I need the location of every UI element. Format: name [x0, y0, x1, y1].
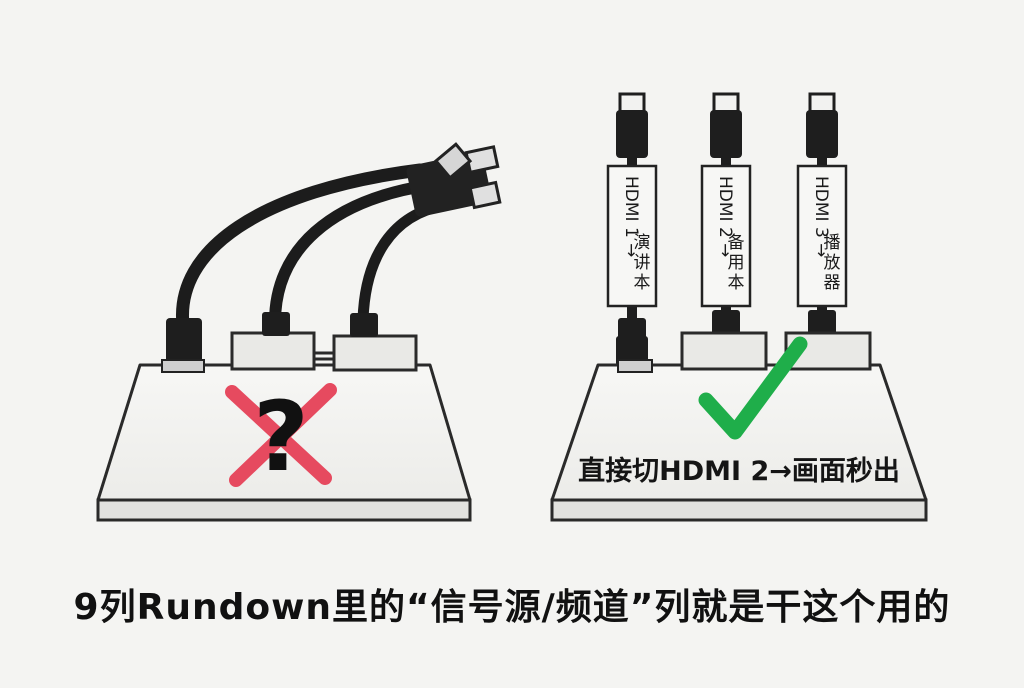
tag-destination-char: 本: [728, 273, 745, 293]
tag-hdmi-label: HDMI 2 →: [715, 176, 735, 257]
cable-tag: [700, 164, 752, 308]
tag-hdmi-label: HDMI 3 →: [811, 176, 831, 257]
cross-stroke-b: [229, 383, 337, 487]
tangled-cables: [176, 163, 451, 332]
splitter-plug: [406, 142, 502, 217]
plug-body: [806, 110, 838, 158]
tag-destination-char: 备: [728, 233, 745, 253]
plug-body: [710, 110, 742, 158]
plug-body: [616, 110, 648, 158]
plug-tip: [712, 92, 740, 114]
tag-destination-char: 讲: [634, 253, 651, 273]
tag-destination-char: 用: [728, 253, 745, 273]
tag-destination-char: 器: [824, 273, 841, 293]
left-scene: ?: [96, 142, 502, 522]
plug-connector: [616, 336, 648, 366]
tag-destination-char: 播: [824, 233, 841, 253]
tag-hdmi-label: HDMI 1 →: [621, 176, 641, 257]
caption: 9列Rundown里的“信号源/频道”列就是干这个用的: [73, 587, 951, 628]
check-mark: [698, 336, 808, 440]
plug-tip: [808, 92, 836, 114]
right-scene: HDMI 1 →演讲本 HDMI 2 →备用本 HDMI 3 →播放器 直接切H…: [550, 92, 928, 522]
tag-destination-char: 本: [634, 273, 651, 293]
cable-hdmi-1: HDMI 1 →演讲本: [606, 92, 658, 366]
question-mark: ?: [253, 381, 309, 493]
tag-destination-char: 放: [824, 253, 841, 273]
tag-destination-char: 演: [634, 233, 651, 253]
plug-bottom: [712, 310, 740, 336]
cross-mark: [225, 383, 337, 487]
cable-tag: [606, 164, 658, 308]
plug-tip: [618, 92, 646, 114]
cable-hdmi-3: HDMI 3 →播放器: [796, 92, 848, 336]
cable-tag: [796, 164, 848, 308]
right-scene-label: 直接切HDMI 2→画面秒出: [578, 456, 900, 487]
cable-hdmi-2: HDMI 2 →备用本: [700, 92, 752, 336]
plug-bottom: [808, 310, 836, 336]
